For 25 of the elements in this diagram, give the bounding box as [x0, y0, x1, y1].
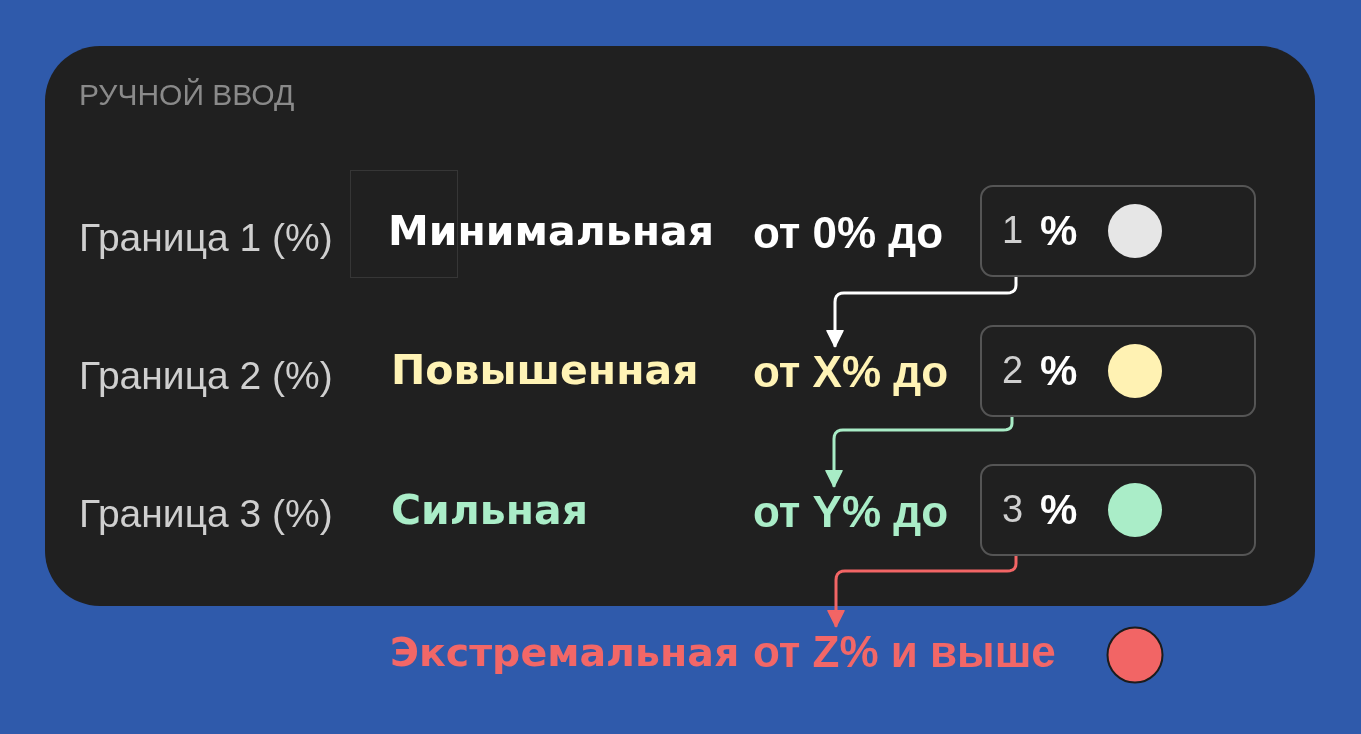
section-heading: РУЧНОЙ ВВОД: [79, 77, 295, 112]
level-name: Сильная: [391, 487, 589, 535]
unit-label: %: [1040, 485, 1078, 535]
unit-label: %: [1040, 206, 1078, 256]
level-name: Повышенная: [391, 347, 699, 395]
level-name: Минимальная: [388, 208, 715, 256]
range-text: от 0% до: [753, 207, 944, 259]
level-name: Экстремальная: [390, 630, 740, 676]
settings-panel: [45, 46, 1315, 606]
row-label: Граница 1 (%): [79, 215, 333, 261]
input-field: [980, 185, 1256, 277]
row-label: Граница 3 (%): [79, 491, 333, 537]
range-text: от X% до: [753, 346, 949, 398]
arrow: [825, 417, 1014, 488]
unit-label: %: [1040, 346, 1078, 396]
row-label: Граница 2 (%): [79, 353, 333, 399]
range-text: от Y% до: [753, 486, 949, 538]
input-value: 2: [1002, 349, 1024, 393]
input-value: 1: [1002, 209, 1024, 253]
range-text: от Z% и выше: [753, 626, 1056, 678]
input-field: [980, 325, 1256, 417]
input-value: 3: [1002, 488, 1024, 532]
arrow: [827, 556, 1018, 628]
input-field: [980, 464, 1256, 556]
arrow: [826, 277, 1018, 348]
